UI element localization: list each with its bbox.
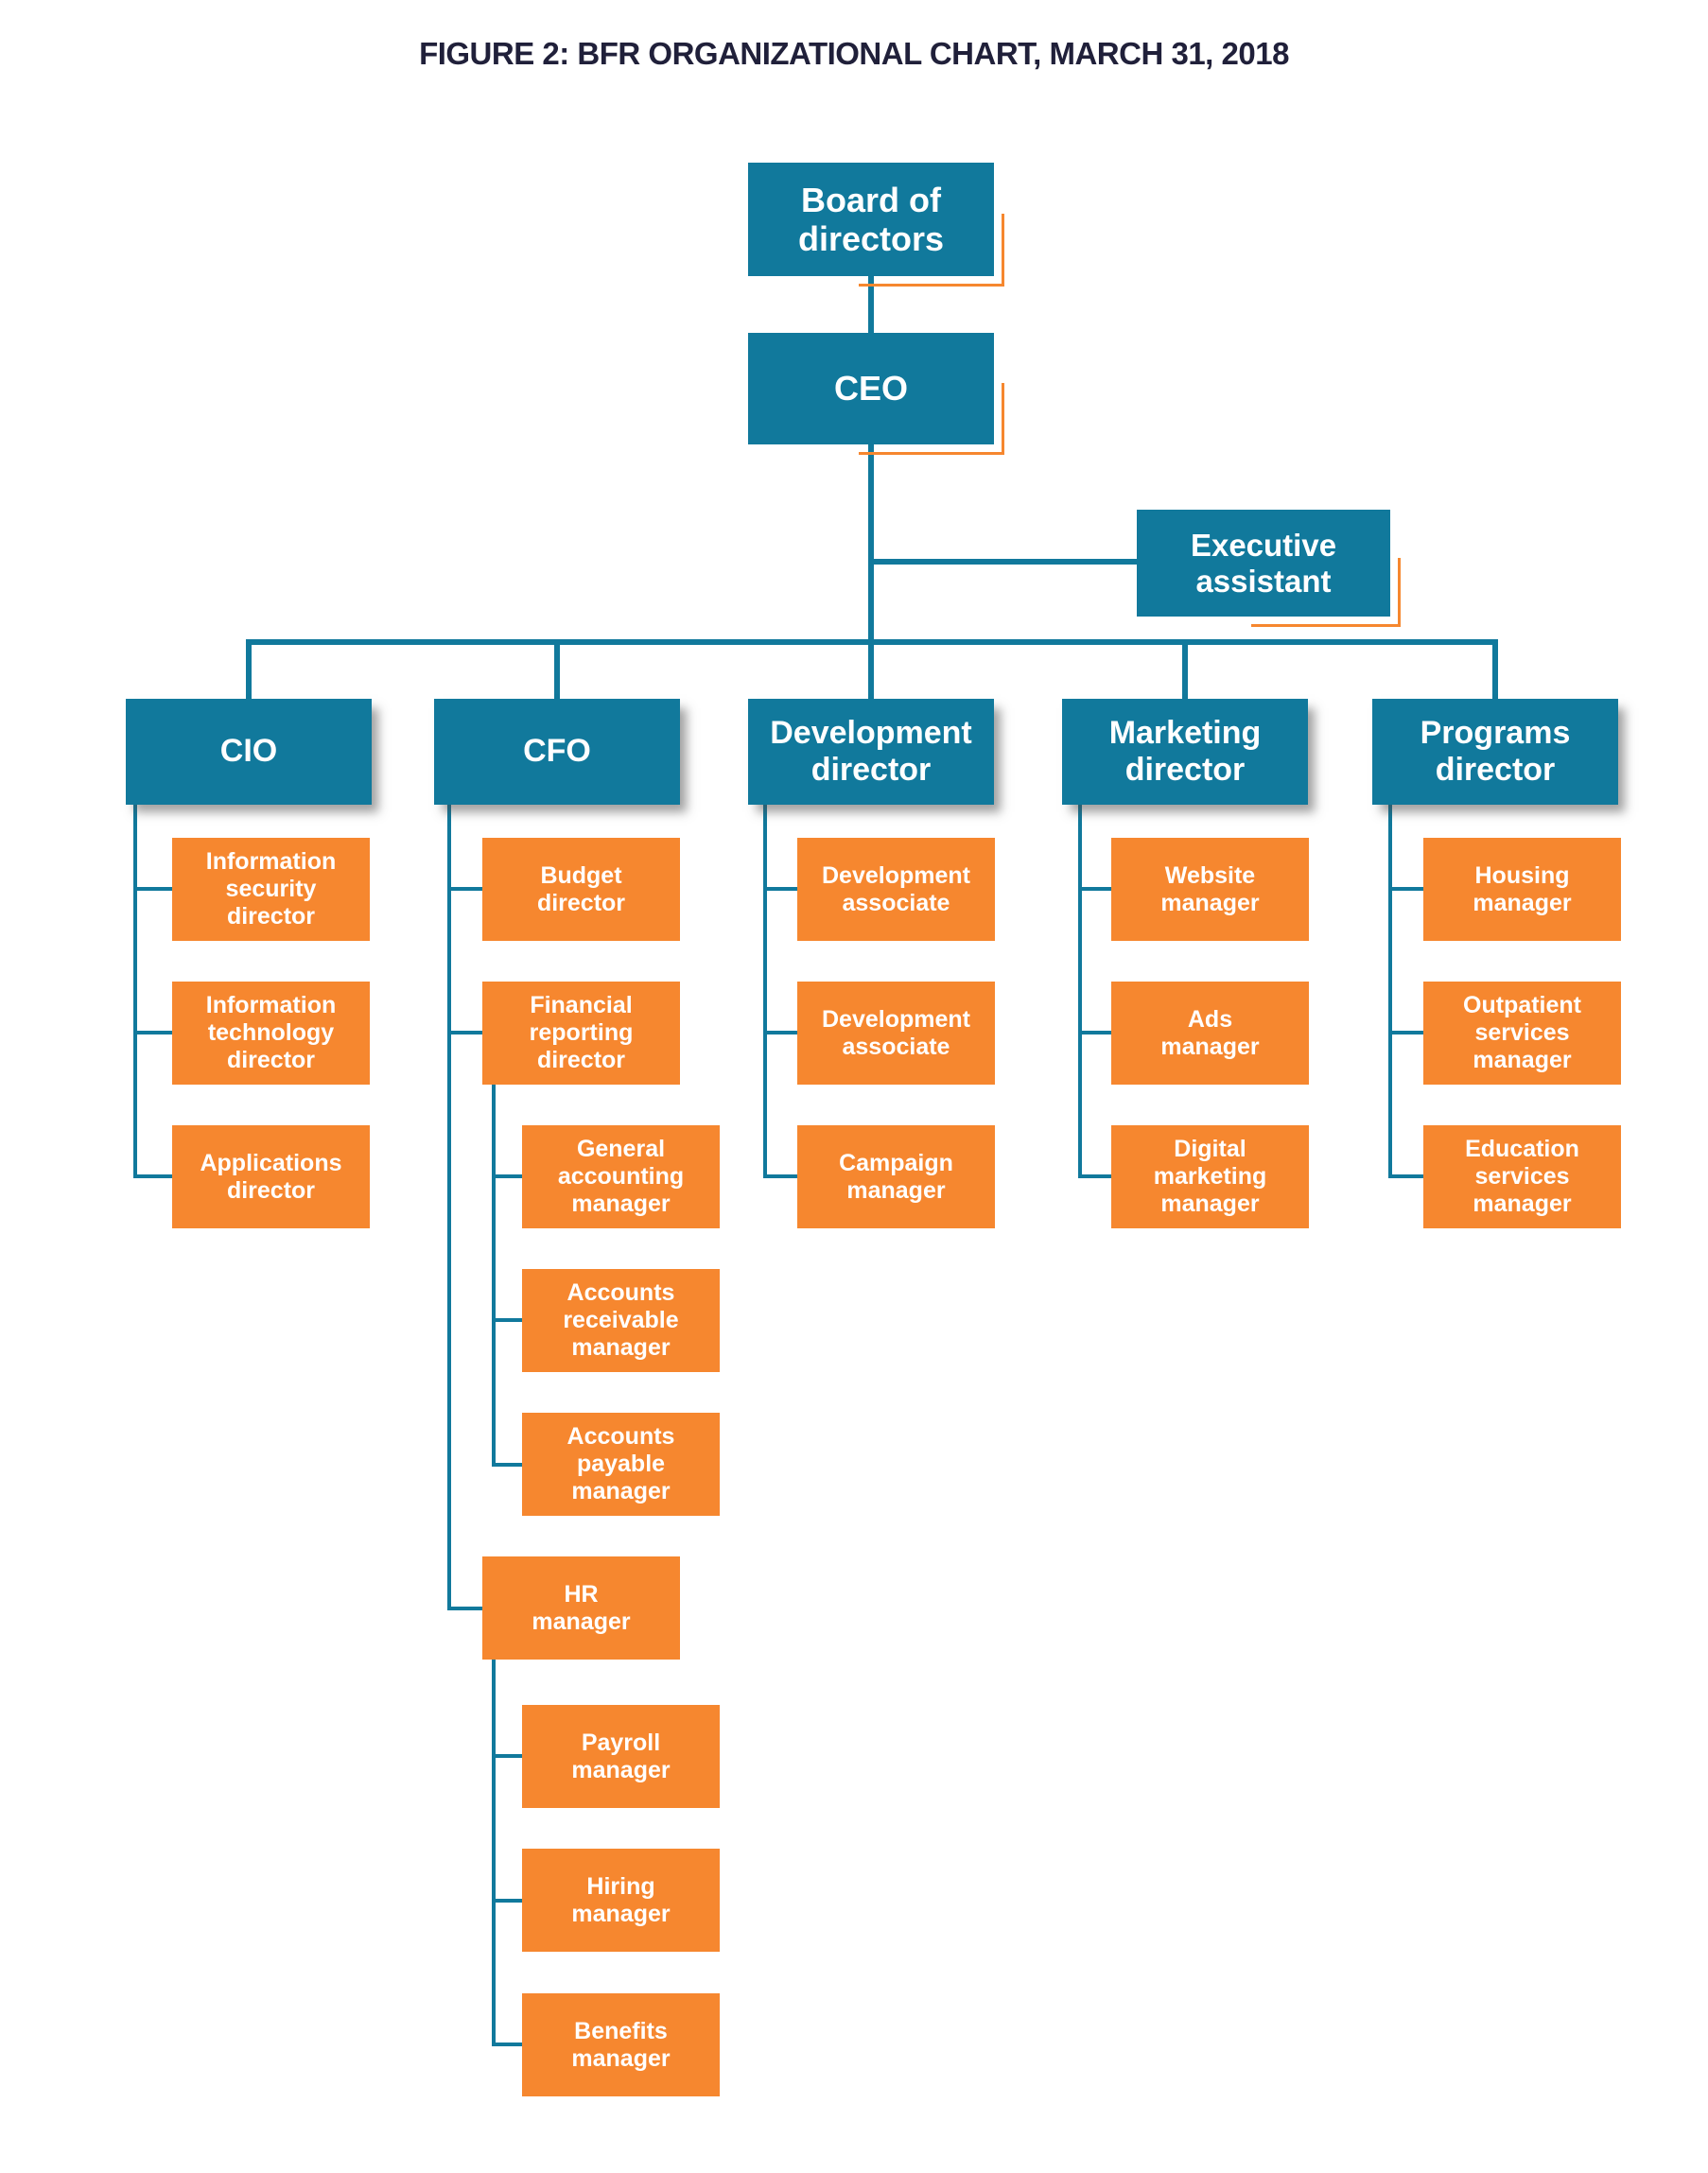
node-development-associate-1: Development associate <box>797 838 995 941</box>
connector-stub <box>133 887 174 891</box>
connector-cfo-drop <box>554 639 560 700</box>
node-development-associate-2: Development associate <box>797 982 995 1085</box>
connector-stub <box>133 1031 174 1034</box>
node-budget-director: Budget director <box>482 838 680 941</box>
node-digital-marketing-manager: Digital marketing manager <box>1111 1125 1309 1228</box>
connector-stub <box>133 1174 174 1178</box>
connector-exec-branch <box>871 559 1140 565</box>
connector-stub <box>492 1174 524 1178</box>
node-education-services-manager: Education services manager <box>1423 1125 1621 1228</box>
node-programs-director: Programs director <box>1372 699 1618 805</box>
connector-stub <box>1388 1174 1425 1178</box>
node-information-security-director: Information security director <box>172 838 370 941</box>
connector-stub <box>492 1754 524 1758</box>
connector-ceo-trunk <box>868 443 874 700</box>
node-campaign-manager: Campaign manager <box>797 1125 995 1228</box>
node-ceo: CEO <box>736 322 1004 455</box>
node-benefits-manager: Benefits manager <box>522 1993 720 2096</box>
node-executive-assistant: Executive assistant <box>1124 499 1401 627</box>
node-information-technology-director: Information technology director <box>172 982 370 1085</box>
node-housing-manager: Housing manager <box>1423 838 1621 941</box>
connector-stub <box>1388 887 1425 891</box>
node-website-manager: Website manager <box>1111 838 1309 941</box>
connector-stub <box>1078 887 1113 891</box>
connector-stub <box>492 1899 524 1903</box>
node-accounts-payable-manager: Accounts payable manager <box>522 1413 720 1516</box>
node-applications-director: Applications director <box>172 1125 370 1228</box>
connector-stub <box>763 1174 799 1178</box>
node-board-of-directors: Board of directors <box>736 152 1004 287</box>
figure-title: FIGURE 2: BFR ORGANIZATIONAL CHART, MARC… <box>419 36 1289 71</box>
node-outpatient-services-manager: Outpatient services manager <box>1423 982 1621 1085</box>
connector-stub <box>447 887 484 891</box>
connector-stub <box>763 1031 799 1034</box>
node-financial-reporting-director: Financial reporting director <box>482 982 680 1085</box>
connector-programs-spine <box>1388 805 1392 1176</box>
connector-hr-spine <box>492 1660 496 2044</box>
connector-stub <box>492 1318 524 1322</box>
connector-stub <box>1388 1031 1425 1034</box>
connector-finrep-spine <box>492 1085 496 1465</box>
connector-board-ceo <box>868 274 874 335</box>
connector-cfo-spine <box>447 805 451 1608</box>
connector-marketing-drop <box>1182 639 1188 700</box>
connector-marketing-spine <box>1078 805 1082 1176</box>
connector-cio-drop <box>246 639 252 700</box>
node-development-director: Development director <box>748 699 994 805</box>
node-payroll-manager: Payroll manager <box>522 1705 720 1808</box>
node-hr-manager: HR manager <box>482 1556 680 1660</box>
node-cfo: CFO <box>434 699 680 805</box>
connector-stub <box>492 2043 524 2046</box>
node-general-accounting-manager: General accounting manager <box>522 1125 720 1228</box>
connector-stub <box>447 1031 484 1034</box>
connector-stub <box>492 1463 524 1467</box>
connector-development-spine <box>763 805 767 1176</box>
node-accounts-receivable-manager: Accounts receivable manager <box>522 1269 720 1372</box>
node-marketing-director: Marketing director <box>1062 699 1308 805</box>
connector-cio-spine <box>133 805 137 1176</box>
connector-programs-drop <box>1492 639 1498 700</box>
connector-directors-bus <box>246 639 1498 645</box>
node-hiring-manager: Hiring manager <box>522 1849 720 1952</box>
connector-stub <box>763 887 799 891</box>
connector-stub <box>447 1607 484 1610</box>
connector-stub <box>1078 1174 1113 1178</box>
node-cio: CIO <box>126 699 372 805</box>
node-ads-manager: Ads manager <box>1111 982 1309 1085</box>
connector-stub <box>1078 1031 1113 1034</box>
